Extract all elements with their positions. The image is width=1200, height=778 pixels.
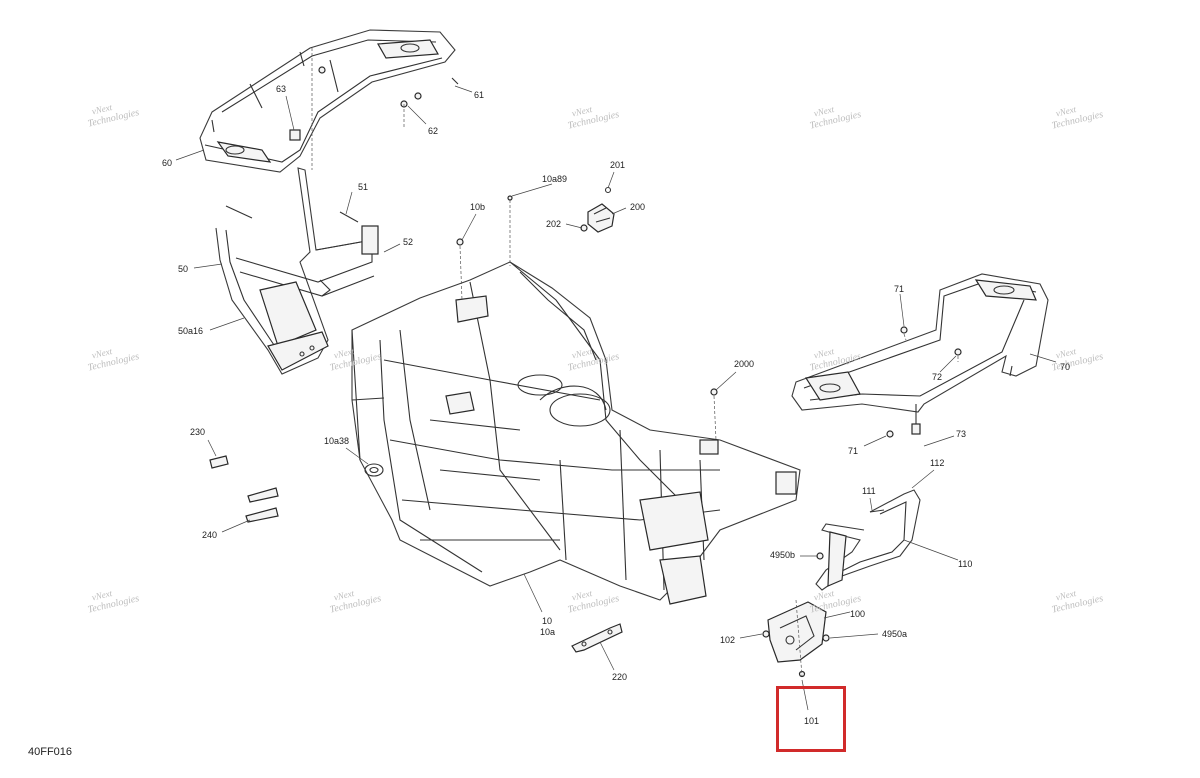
callout-112[interactable]: 112 (930, 458, 945, 468)
diagram-code: 40FF016 (28, 746, 73, 758)
callout-63[interactable]: 63 (276, 84, 287, 94)
callout-100[interactable]: 100 (850, 609, 866, 619)
callout-60[interactable]: 60 (162, 158, 173, 168)
callout-240[interactable]: 240 (202, 530, 218, 540)
callout-10a[interactable]: 10a (540, 627, 556, 637)
leader-lines (175, 85, 1057, 711)
highlight-box (776, 686, 846, 752)
center-bracket-200 (587, 186, 615, 233)
callout-101[interactable]: 101 (804, 716, 820, 726)
callout-10b[interactable]: 10b (470, 202, 486, 212)
callout-71-top[interactable]: 71 (894, 284, 905, 294)
main-frame (351, 261, 801, 605)
bracket-240 (245, 487, 279, 523)
callout-202[interactable]: 202 (546, 219, 562, 229)
callout-4950b[interactable]: 4950b (770, 550, 796, 560)
callout-10a38[interactable]: 10a38 (324, 436, 350, 446)
callout-73[interactable]: 73 (956, 429, 967, 439)
callout-220[interactable]: 220 (612, 672, 628, 682)
callout-51[interactable]: 51 (358, 182, 369, 192)
plate-220 (571, 623, 623, 653)
callout-72[interactable]: 72 (932, 372, 943, 382)
callout-71-bottom[interactable]: 71 (848, 446, 859, 456)
callout-111[interactable]: 111 (862, 486, 876, 496)
callout-4950a[interactable]: 4950a (882, 629, 908, 639)
callout-70[interactable]: 70 (1060, 362, 1071, 372)
callout-2000[interactable]: 2000 (734, 359, 755, 369)
callout-50[interactable]: 50 (178, 264, 189, 274)
rear-hitch (767, 489, 921, 663)
callout-62[interactable]: 62 (428, 126, 439, 136)
fasteners (225, 66, 962, 678)
callout-10a89[interactable]: 10a89 (542, 174, 568, 184)
front-bumper (215, 167, 379, 375)
callout-61[interactable]: 61 (474, 90, 485, 100)
callout-10[interactable]: 10 (542, 616, 553, 626)
callout-110[interactable]: 110 (958, 559, 973, 569)
assembly-lines (311, 48, 959, 677)
callout-102[interactable]: 102 (720, 635, 736, 645)
callout-230[interactable]: 230 (190, 427, 206, 437)
bracket-230 (209, 455, 229, 469)
callout-201[interactable]: 201 (610, 160, 626, 170)
rear-rack (791, 273, 1049, 435)
callout-52[interactable]: 52 (403, 237, 414, 247)
front-rack (199, 29, 456, 173)
callout-200[interactable]: 200 (630, 202, 646, 212)
callout-50a16[interactable]: 50a16 (178, 326, 204, 336)
bushing-10a38 (364, 463, 384, 477)
